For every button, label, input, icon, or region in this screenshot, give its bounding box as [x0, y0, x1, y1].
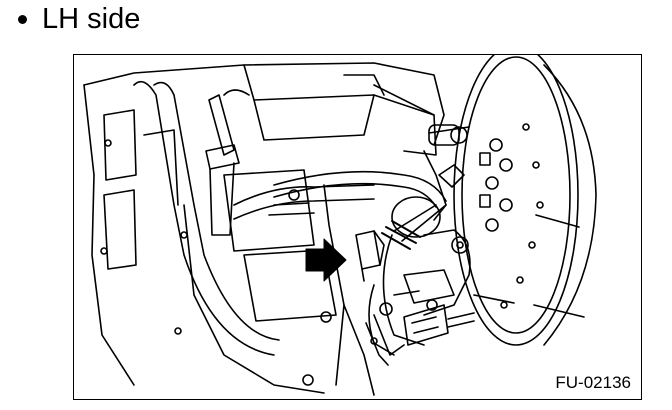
engine-illustration-frame: FU-02136	[73, 54, 642, 400]
fuel-line-drawing	[273, 170, 447, 250]
sensor-connector-drawing	[355, 230, 385, 282]
hose-drawing	[133, 80, 375, 356]
section-heading: LH side	[18, 2, 140, 36]
indicator-arrow-icon	[305, 238, 347, 282]
bullet-icon	[18, 14, 27, 24]
figure-code: FU-02136	[553, 373, 633, 393]
engine-block-drawing	[83, 62, 445, 396]
heading-text: LH side	[42, 3, 141, 35]
lower-connector-drawing	[365, 304, 475, 366]
flywheel-drawing	[453, 55, 597, 346]
engine-line-drawing	[83, 55, 597, 396]
